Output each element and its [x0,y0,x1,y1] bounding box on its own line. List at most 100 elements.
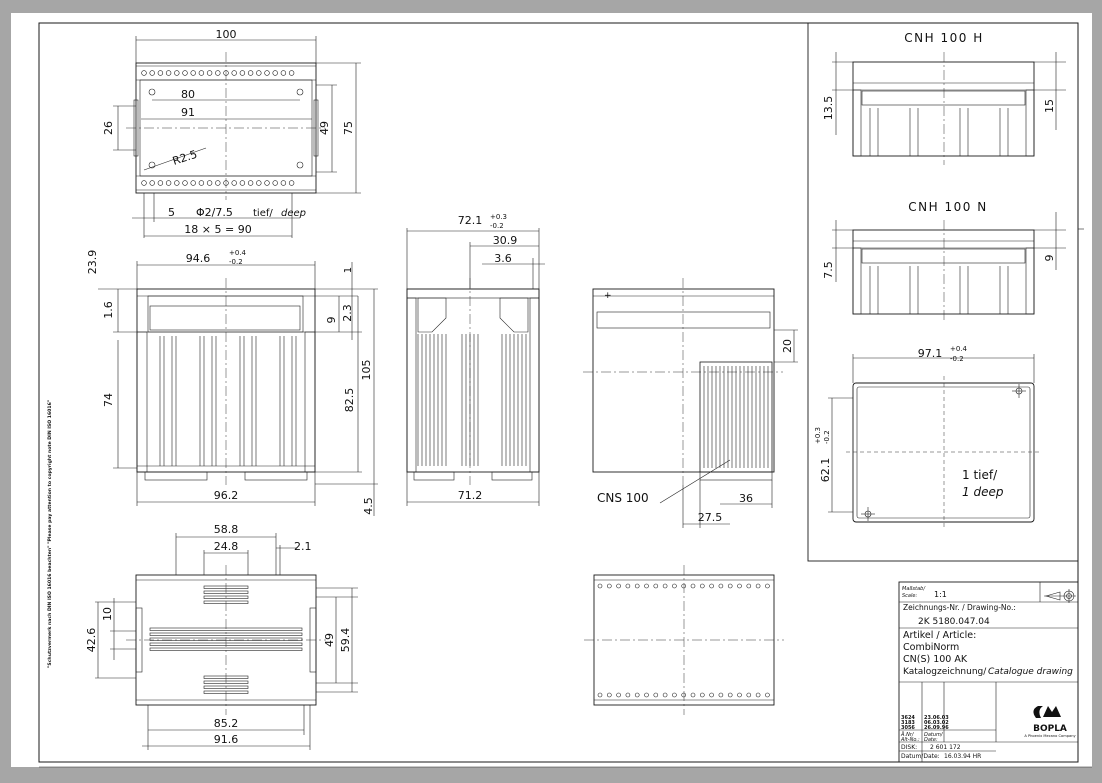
terminal-hole [690,692,696,698]
terminal-hole [662,692,668,698]
terminal-hole [709,692,714,698]
dim-7-5: 7.5 [822,261,835,279]
terminal-hole [727,692,733,698]
terminal-hole [690,583,696,589]
dim-4-5: 4.5 [362,497,375,515]
copyright-note: "Schutzvermerk nach DIN ISO 16016 beacht… [47,400,53,668]
terminal-hole [737,692,742,698]
rev-1-no: 3624 [901,715,915,721]
scale-label-en: Scale: [902,593,917,599]
dim-94-6-tol-up: +0.4 [229,249,247,257]
rev-1-date: 23.06.03 [924,715,949,721]
dim-94-6: 94.6 [186,252,211,265]
dim-5: 5 [168,206,175,219]
dim-62-1: 62.1 [819,458,832,483]
terminal-hole [672,692,677,698]
terminal-hole [198,180,205,186]
cnh-100-n-title: CNH 100 N [908,200,987,214]
dim-62-1-tol-up: +0.3 [814,427,822,444]
terminal-hole [755,583,761,589]
terminal-hole [182,180,188,186]
terminal-hole [699,583,705,589]
terminal-hole [149,70,155,76]
dim-97-1-tol-up: +0.4 [950,345,968,353]
dim-23-9: 23.9 [86,250,99,275]
dim-72-1-tol-low: -0.2 [490,222,504,230]
terminal-hole [272,70,278,76]
dim-1-6: 1.6 [102,301,115,319]
section-view: 72.1 +0.3 -0.2 30.9 3.6 71.2 [406,213,545,506]
terminal-hole [215,70,221,76]
dim-82-5: 82.5 [343,388,356,413]
disk-label: DISK: [901,744,917,751]
hole-tief: tief/ [253,208,273,219]
terminal-hole [597,583,603,589]
terminal-hole [165,180,172,186]
plus-mark: + [604,291,612,301]
terminal-hole [718,583,724,589]
terminal-hole [256,180,262,186]
terminal-hole [755,692,761,698]
drawing-no: 2K 5180.047.04 [918,617,990,627]
article-line-2: CN(S) 100 AK [903,654,968,665]
date-value: 16.03.94 HR [944,753,981,760]
terminal-hole [280,70,287,76]
catalogue-de: Katalogzeichnung/ [903,667,987,677]
catalogue-en: Catalogue drawing [988,667,1073,677]
terminal-hole [264,180,270,186]
terminal-hole [198,70,205,76]
terminal-hole [174,70,180,76]
hole-spec: Φ2/7.5 [196,206,233,219]
dim-100: 100 [216,28,237,41]
dim-80: 80 [181,88,195,101]
terminal-hole [256,70,262,76]
terminal-hole [644,583,649,589]
dim-36: 36 [739,492,753,505]
bopla-logo-icon [1033,706,1061,718]
terminal-hole [672,583,677,589]
dim-85-2: 85.2 [214,717,239,730]
terminal-hole [765,692,770,698]
hole-deep: deep [281,208,306,219]
terminal-hole [662,583,668,589]
terminal-hole [653,692,659,698]
terminal-hole [616,583,621,589]
terminal-hole [149,180,155,186]
terminal-hole [272,180,278,186]
terminal-hole [727,583,733,589]
note-tief: 1 tief/ [962,468,998,482]
terminal-hole [174,180,180,186]
dim-2-3: 2.3 [341,304,354,322]
bottom-view: 58.8 24.8 2.1 10 42.6 49 59.4 85.2 91.6 [85,523,358,750]
terminal-hole [280,180,287,186]
drawing-no-label: Zeichnungs-Nr. / Drawing-No.: [903,603,1016,612]
terminal-hole [231,180,237,186]
dim-96-2: 96.2 [214,489,239,502]
dim-58-8: 58.8 [214,523,239,536]
terminal-hole [625,583,631,589]
scale-label-de: Maßstab/ [902,586,926,592]
cover-plan-view [584,565,784,715]
terminal-hole [165,70,172,76]
terminal-hole [239,70,246,76]
terminal-hole [681,583,687,589]
terminal-hole [215,180,221,186]
terminal-hole [288,70,295,76]
title-block: Maßstab/ Scale: 1:1 Zeichnungs-Nr. / Dra… [898,581,1079,763]
terminal-hole [190,180,196,186]
dim-97-1: 97.1 [918,347,943,360]
dim-30-9: 30.9 [493,234,518,247]
terminal-hole [264,70,270,76]
terminal-hole [625,692,631,698]
terminal-hole [597,692,603,698]
terminal-hole [644,692,649,698]
terminal-hole [606,692,612,698]
company-sub: A Phoenix Mecano Company [1024,734,1076,738]
terminal-hole [247,70,254,76]
aend-en: Alt-No.: [900,737,920,743]
datum-de: Datum/ [924,732,944,738]
terminal-hole [746,583,752,589]
cns-label: CNS 100 [597,491,649,505]
dim-49-bottom: 49 [323,633,336,647]
rev-2-date: 06.03.02 [924,720,949,726]
